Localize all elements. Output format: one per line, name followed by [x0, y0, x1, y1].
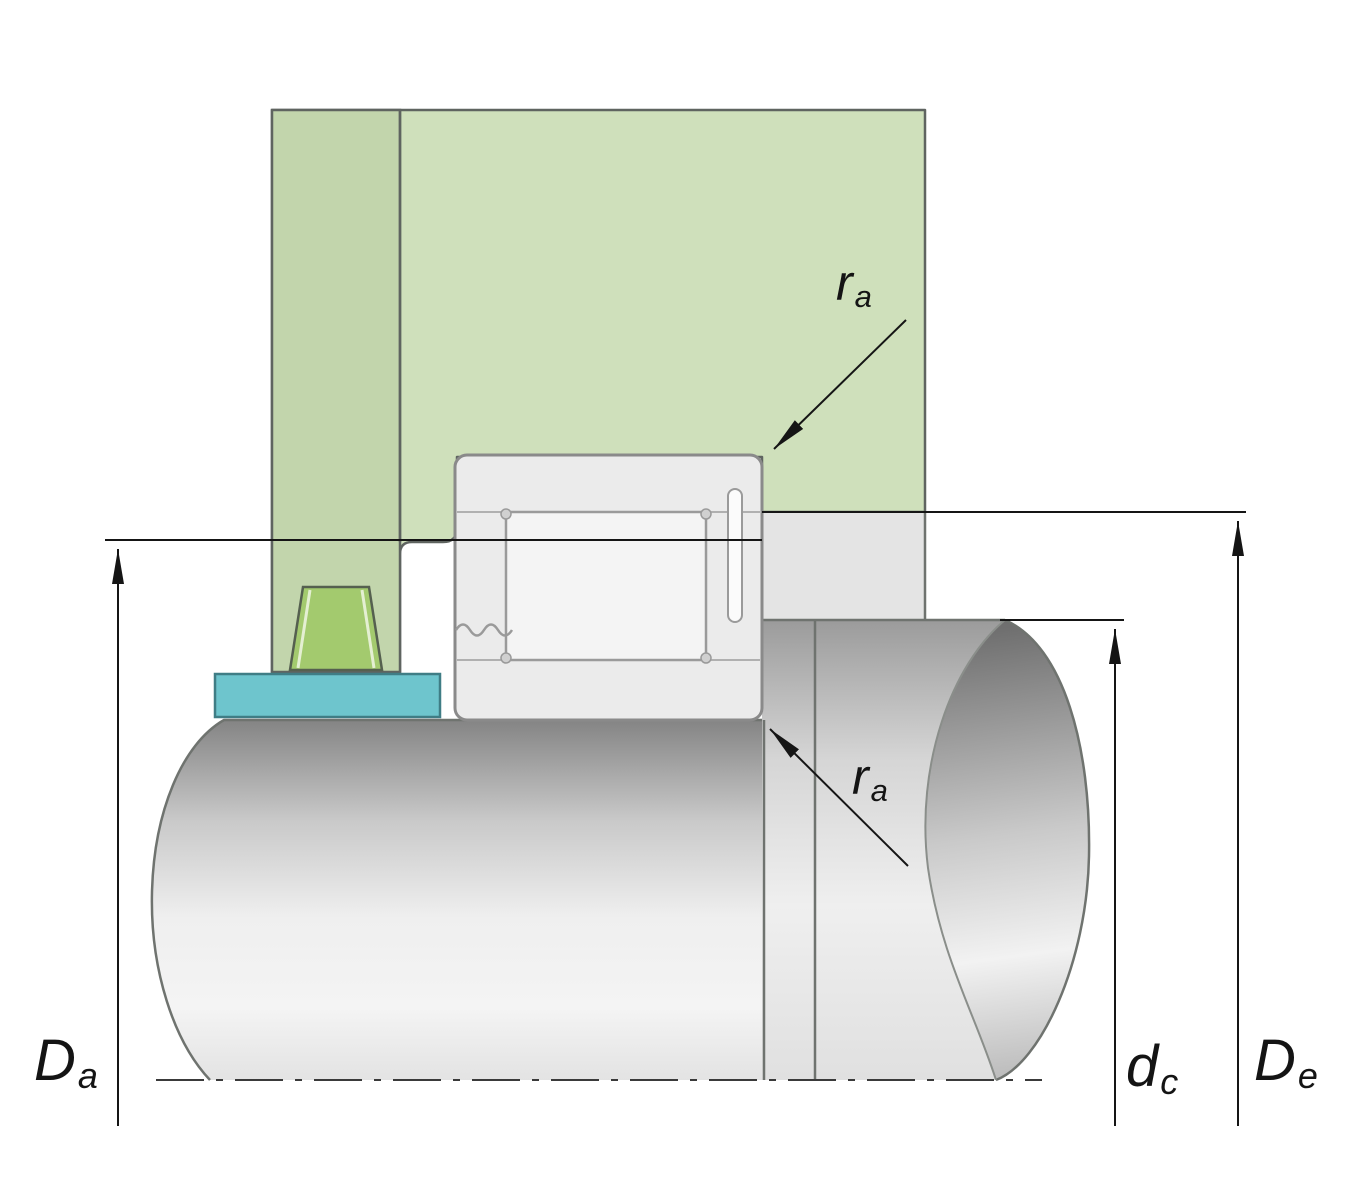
- break-squiggle: [454, 623, 514, 637]
- leader-ra-top: [773, 319, 907, 450]
- label-subscript: c: [1160, 1060, 1179, 1102]
- abutment-ring: [213, 672, 442, 719]
- roller-corner-dot: [700, 508, 712, 520]
- dimension-label-ra-top: ra: [836, 255, 872, 312]
- shoulder-outer-curve: [995, 618, 1091, 1082]
- seal-lip-highlight: [296, 589, 376, 669]
- label-subscript: a: [77, 1054, 98, 1096]
- label-main: r: [852, 749, 869, 805]
- roller-corner-dot: [500, 508, 512, 520]
- dimension-label-ra-bottom: ra: [852, 749, 888, 806]
- roller: [504, 510, 708, 662]
- spacer-ring: [762, 512, 925, 620]
- label-main: d: [1126, 1034, 1159, 1099]
- end-cover: [270, 108, 402, 674]
- roller-corner-dot: [700, 652, 712, 664]
- dimension-label-dc: dc: [1126, 1038, 1178, 1100]
- seal-lip: [288, 585, 384, 672]
- roller-corner-dot: [500, 652, 512, 664]
- label-main: D: [34, 1028, 76, 1093]
- label-subscript: a: [870, 772, 888, 808]
- dimension-label-De: De: [1254, 1032, 1318, 1094]
- label-main: r: [836, 255, 853, 311]
- shoulder-fillet-surface: [925, 620, 1090, 1080]
- shaft-body: [151, 720, 763, 1080]
- label-main: D: [1254, 1028, 1296, 1093]
- leader-ra-bottom: [769, 728, 909, 867]
- shoulder-inner-curve: [924, 619, 1006, 1081]
- label-subscript: a: [854, 278, 872, 314]
- cage-pin: [727, 488, 743, 623]
- shaft-edge: [150, 718, 762, 1081]
- label-subscript: e: [1297, 1054, 1318, 1096]
- dimension-label-Da: Da: [34, 1032, 98, 1094]
